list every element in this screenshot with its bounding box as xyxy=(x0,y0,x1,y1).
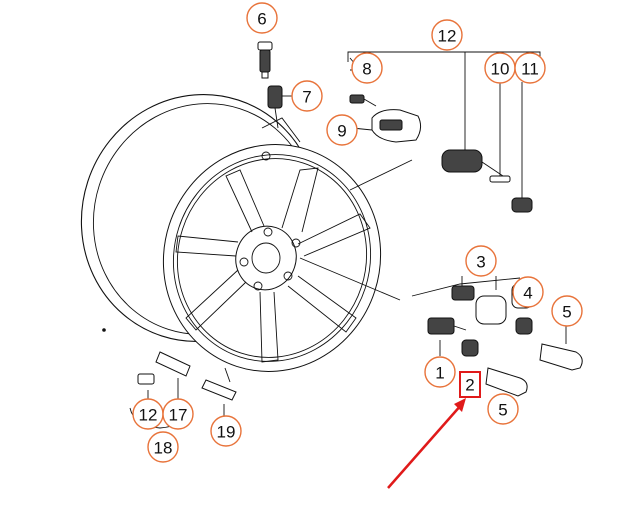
callout-10[interactable]: 10 xyxy=(484,52,516,84)
svg-text:19: 19 xyxy=(217,423,236,442)
callout-6[interactable]: 6 xyxy=(246,2,278,34)
valve-stem-part xyxy=(257,41,296,129)
svg-text:5: 5 xyxy=(562,303,571,322)
callout-9[interactable]: 9 xyxy=(326,114,358,146)
callout-2-highlighted[interactable]: 2 xyxy=(459,371,481,398)
svg-text:18: 18 xyxy=(154,439,173,458)
svg-text:2: 2 xyxy=(465,376,474,395)
tpms-sensor-part xyxy=(349,94,422,143)
callout-3[interactable]: 3 xyxy=(465,245,497,277)
callout-19[interactable]: 18 xyxy=(147,431,179,463)
svg-text:8: 8 xyxy=(362,60,371,79)
svg-text:12: 12 xyxy=(438,27,457,46)
svg-text:7: 7 xyxy=(302,88,311,107)
callout-18[interactable]: 17 xyxy=(162,398,194,430)
svg-text:12: 12 xyxy=(139,406,158,425)
red-pointer-arrow xyxy=(387,398,466,489)
callout-5b[interactable]: 5 xyxy=(487,393,519,425)
highlight-box xyxy=(459,371,481,398)
svg-text:10: 10 xyxy=(491,60,510,79)
callouts: 6 7 8 9 12 10 11 3 xyxy=(132,2,583,463)
callout-1[interactable]: 1 xyxy=(424,356,456,388)
callout-17[interactable]: 12 xyxy=(132,398,164,430)
callout-5a[interactable]: 5 xyxy=(551,295,583,327)
callout-20[interactable]: 19 xyxy=(210,415,242,447)
svg-text:11: 11 xyxy=(521,60,539,79)
callout-7[interactable]: 7 xyxy=(291,80,323,112)
svg-text:1: 1 xyxy=(435,364,444,383)
callout-8[interactable]: 8 xyxy=(351,52,383,84)
svg-text:9: 9 xyxy=(337,122,346,141)
svg-text:4: 4 xyxy=(523,284,532,303)
svg-text:5: 5 xyxy=(498,401,507,420)
svg-text:6: 6 xyxy=(257,10,266,29)
callout-11[interactable]: 11 xyxy=(514,52,546,84)
callout-4[interactable]: 4 xyxy=(512,276,544,308)
alloy-wheel-drawing xyxy=(80,94,382,372)
svg-text:3: 3 xyxy=(476,253,485,272)
svg-text:17: 17 xyxy=(169,406,188,425)
callout-12[interactable]: 12 xyxy=(431,19,463,51)
